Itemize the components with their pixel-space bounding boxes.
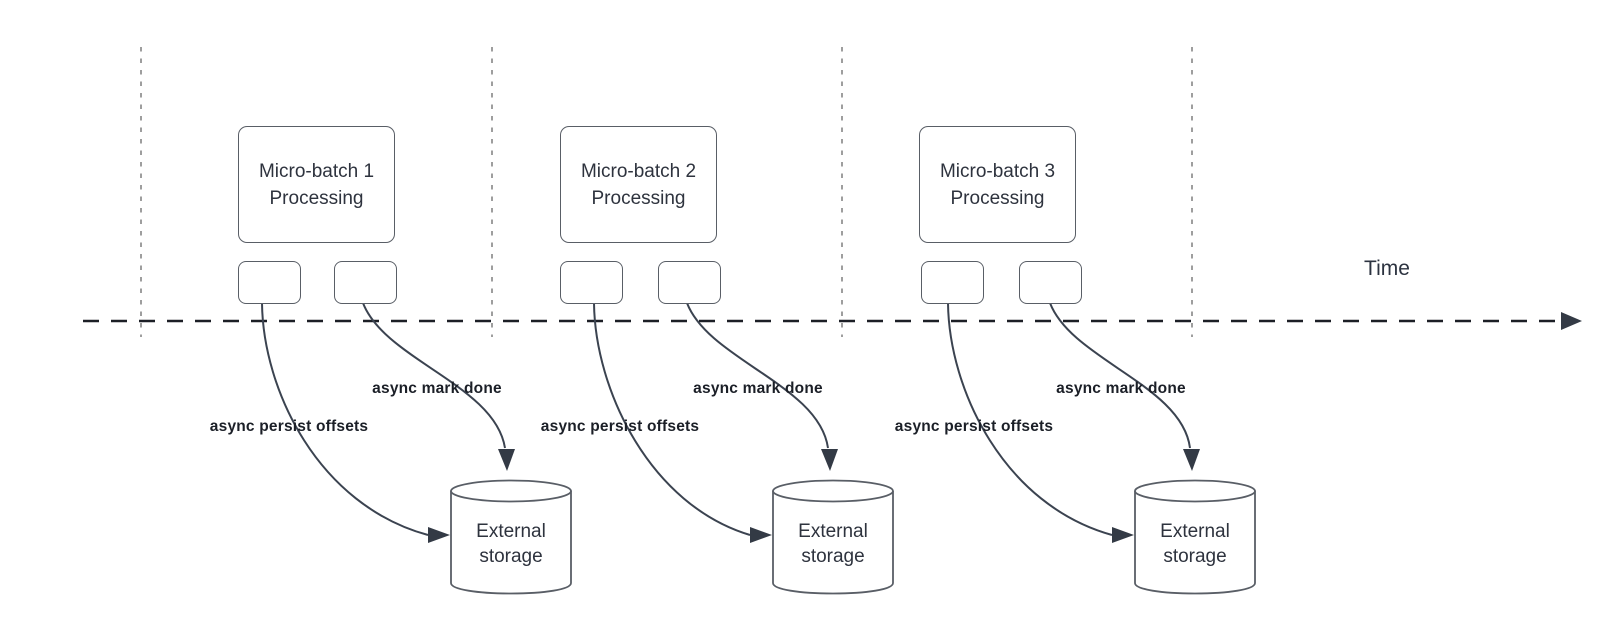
persist-task-box-2	[560, 261, 623, 304]
arrowhead-right-icon	[428, 527, 450, 543]
async-mark-done-label-2: async mark done	[693, 380, 823, 397]
async-mark-done-label-3: async mark done	[1056, 380, 1186, 397]
cylinder-top	[1134, 479, 1256, 503]
async-persist-offsets-label-3: async persist offsets	[894, 418, 1054, 435]
arrowhead-right-icon	[1112, 527, 1134, 543]
arrowhead-down-icon	[1183, 449, 1200, 471]
cylinder-top	[450, 479, 572, 503]
arrowhead-down-icon	[821, 449, 838, 471]
group-3-connectors	[947, 302, 1200, 543]
storage-cylinder-2	[772, 479, 894, 595]
done-task-box-3	[1019, 261, 1082, 304]
micro-batch-3-label: Micro-batch 3 Processing	[939, 160, 1056, 209]
cylinder-body	[772, 491, 894, 595]
group-1-connectors	[261, 302, 515, 543]
micro-batch-1-processing-box: Micro-batch 1 Processing	[238, 126, 395, 243]
async-mark-done-label-1: async mark done	[372, 380, 502, 397]
micro-batch-2-processing-box: Micro-batch 2 Processing	[560, 126, 717, 243]
time-axis	[83, 312, 1582, 330]
storage-cylinder-1	[450, 479, 572, 595]
time-axis-label: Time	[1364, 257, 1410, 280]
mark-done-arrow-1	[362, 302, 506, 449]
mark-done-arrow-3	[1049, 302, 1191, 449]
micro-batch-2-label: Micro-batch 2 Processing	[580, 160, 697, 209]
external-storage-label-2: External storage	[798, 521, 868, 567]
async-persist-offsets-label-1: async persist offsets	[209, 418, 369, 435]
storage-cylinder-3	[1134, 479, 1256, 595]
batch-boundary-guides	[140, 47, 1193, 337]
external-storage-label-1: External storage	[476, 521, 546, 567]
persist-offsets-arrow-3	[947, 302, 1113, 536]
micro-batch-3-processing-box: Micro-batch 3 Processing	[919, 126, 1076, 243]
persist-offsets-arrow-2	[593, 302, 751, 536]
done-task-box-1	[334, 261, 397, 304]
arrowhead-right-icon	[750, 527, 772, 543]
persist-task-box-1	[238, 261, 301, 304]
time-axis-arrowhead-icon	[1561, 312, 1582, 330]
external-storage-label-3: External storage	[1160, 521, 1230, 567]
cylinder-body	[450, 491, 572, 595]
mark-done-arrow-2	[686, 302, 829, 449]
persist-task-box-3	[921, 261, 984, 304]
persist-offsets-arrow-1	[261, 302, 429, 536]
arrowhead-down-icon	[498, 449, 515, 471]
micro-batch-1-label: Micro-batch 1 Processing	[258, 160, 375, 209]
storage-cylinders	[450, 479, 1256, 595]
cylinder-body	[1134, 491, 1256, 595]
group-2-connectors	[593, 302, 838, 543]
cylinder-top	[772, 479, 894, 503]
async-persist-offsets-label-2: async persist offsets	[540, 418, 700, 435]
done-task-box-2	[658, 261, 721, 304]
